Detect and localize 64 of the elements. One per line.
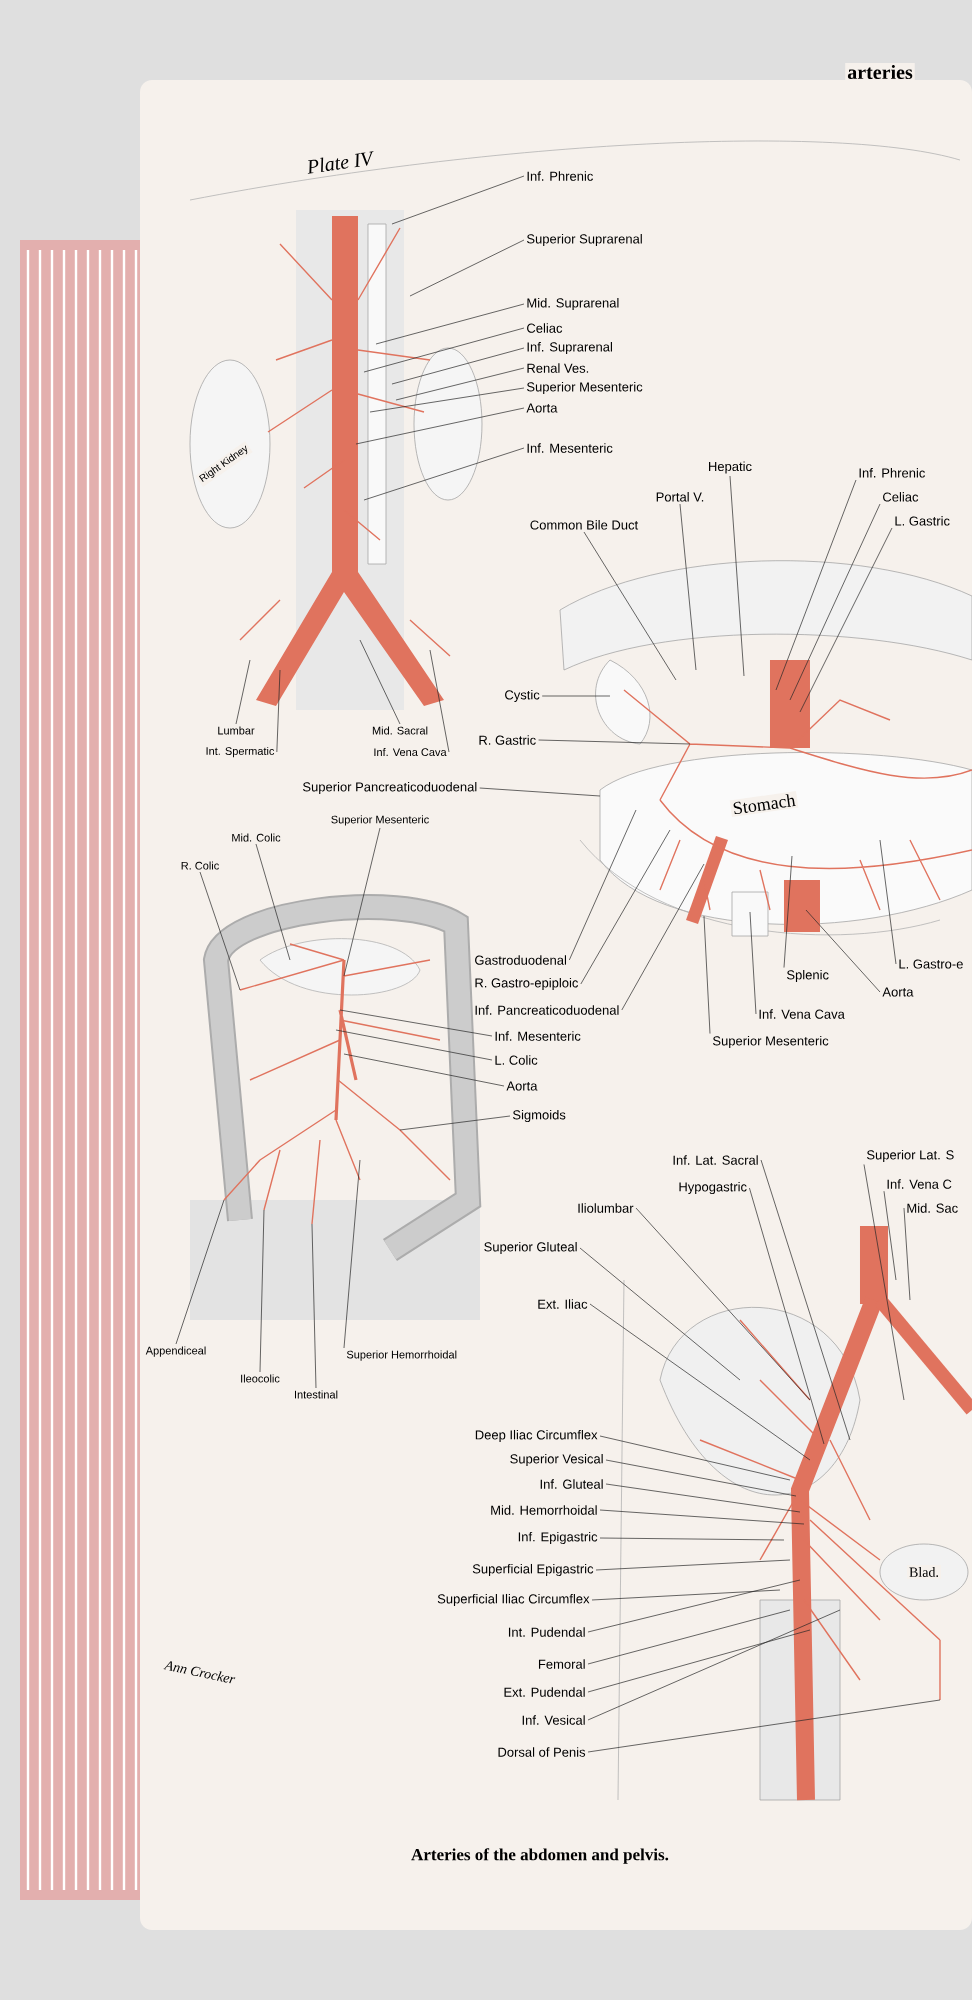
leader-line xyxy=(783,855,793,968)
leader-line xyxy=(583,531,677,681)
leader-line xyxy=(311,1223,317,1389)
leader-line xyxy=(395,367,525,401)
leader-line xyxy=(175,1199,225,1345)
leader-line xyxy=(599,1537,785,1541)
leader-line xyxy=(679,503,697,671)
leader-line xyxy=(538,739,691,745)
leader-line xyxy=(568,809,637,961)
leader-line xyxy=(903,1207,911,1301)
leader-line xyxy=(591,1589,781,1601)
leader-line xyxy=(359,639,401,725)
leader-line xyxy=(339,1009,493,1037)
leader-line xyxy=(343,827,381,977)
plate-title: Plate IV xyxy=(307,151,374,174)
leader-line xyxy=(749,911,757,1015)
leader-line xyxy=(587,1609,841,1721)
leader-line xyxy=(259,1209,265,1373)
leader-line xyxy=(235,659,251,725)
leader-line xyxy=(599,1435,791,1481)
leader-line xyxy=(355,407,525,445)
leader-line xyxy=(863,1164,905,1401)
leader-line xyxy=(391,175,525,225)
leader-line xyxy=(587,1699,941,1753)
leader-line xyxy=(789,503,881,701)
leader-line xyxy=(775,479,857,691)
leader-line xyxy=(391,347,525,385)
caption: Arteries of the abdomen and pelvis. xyxy=(411,1848,669,1864)
leader-line xyxy=(409,239,525,297)
organ-label: Stomach xyxy=(729,791,799,817)
leader-line xyxy=(599,1509,805,1525)
leader-line xyxy=(605,1459,797,1497)
leader-line xyxy=(587,1629,811,1693)
leader-line xyxy=(579,1247,741,1381)
leader-line xyxy=(541,695,611,697)
leader-line xyxy=(749,1187,825,1445)
leader-line xyxy=(760,1159,851,1441)
leader-line xyxy=(276,669,281,753)
leader-line xyxy=(589,1303,811,1461)
leader-line xyxy=(343,1159,361,1349)
leader-line xyxy=(621,863,705,1011)
leader-line xyxy=(883,1190,897,1281)
leader-line xyxy=(335,1029,493,1061)
leader-line xyxy=(580,829,671,985)
leader-line xyxy=(399,1115,511,1131)
leader-line xyxy=(343,1053,505,1087)
leader-line xyxy=(429,649,450,753)
leader-line xyxy=(799,527,893,713)
leader-line xyxy=(729,475,745,677)
leader-line xyxy=(255,843,291,961)
leader-line xyxy=(363,327,525,373)
leader-line xyxy=(703,915,711,1034)
leader-line xyxy=(595,1559,791,1571)
leader-line xyxy=(199,871,241,991)
leader-line xyxy=(375,303,525,345)
leader-line xyxy=(605,1483,801,1513)
leader-line xyxy=(369,387,525,413)
leader-line xyxy=(479,787,601,797)
leader-line xyxy=(879,839,897,965)
leader-line xyxy=(805,909,881,993)
leader-line xyxy=(587,1609,791,1665)
leader-line xyxy=(635,1207,811,1401)
leader-line xyxy=(363,447,525,501)
leader-line xyxy=(587,1579,801,1633)
